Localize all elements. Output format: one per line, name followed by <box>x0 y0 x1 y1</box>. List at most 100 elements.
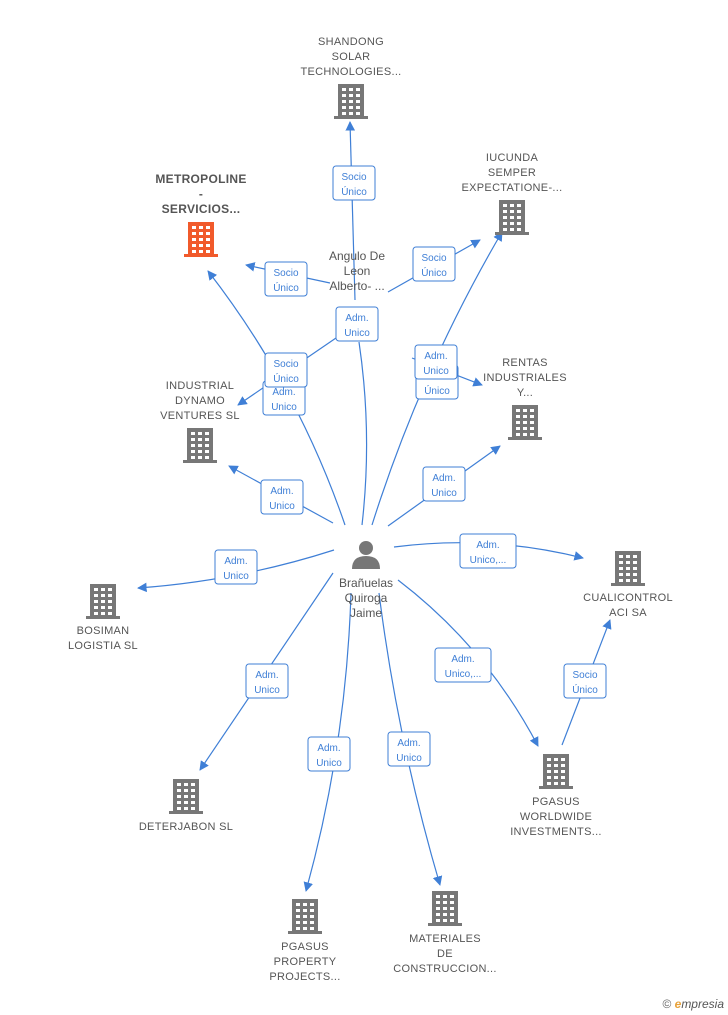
company-name-line: SEMPER <box>488 167 536 179</box>
edge-label-p_jaime-c_pgasus_pp[interactable]: Adm.Unico <box>307 736 351 772</box>
edge-label-text: Adm. <box>224 556 247 567</box>
edge-label-text: Adm. <box>345 313 368 324</box>
edge-label-p_jaime-c_iucunda[interactable]: Adm.Unico <box>414 344 458 380</box>
edge-label-p_jaime-c_materiales[interactable]: Adm. Unico <box>387 731 431 767</box>
edge-label-p_jaime-c_industrial[interactable]: Adm.Unico <box>260 479 304 515</box>
person-name-line: Brañuelas <box>339 576 393 590</box>
company-name-line: BOSIMAN <box>77 625 130 637</box>
company-node-c_shandong[interactable]: SHANDONG SOLAR TECHNOLOGIES... <box>300 36 401 119</box>
edge-line-p_jaime-p_alberto <box>358 341 368 526</box>
edge-label-text: Socio <box>421 253 446 264</box>
building-icon <box>86 584 120 619</box>
company-name-line: PGASUS <box>532 796 580 808</box>
edge-label-box <box>260 479 304 515</box>
edge-label-box <box>459 533 517 569</box>
person-name-line: Alberto- ... <box>329 279 384 293</box>
brand-logo-initial: e <box>674 997 682 1011</box>
edge-label-text: Unico,... <box>445 669 482 680</box>
company-name-line: Y... <box>517 387 533 399</box>
edge-label-text: Unico,... <box>470 555 507 566</box>
company-name-line: INDUSTRIAL <box>166 380 234 392</box>
company-name-line: IUCUNDA <box>486 152 539 164</box>
company-node-c_metropoline[interactable]: METROPOLINE-SERVICIOS... <box>155 172 246 257</box>
person-name-line: Jaime <box>350 606 382 620</box>
edge-label-text: Único <box>572 683 598 696</box>
edge-label-text: Adm. <box>476 540 499 551</box>
company-name-line: SOLAR <box>332 51 371 63</box>
edge-label-text: Unico <box>254 685 280 696</box>
company-node-c_materiales[interactable]: MATERIALESDECONSTRUCCION... <box>393 891 497 975</box>
edge-label-p_jaime-p_alberto[interactable]: Adm. Unico <box>335 306 379 342</box>
company-name-line: MATERIALES <box>409 933 481 945</box>
edge-label-text: Unico <box>223 571 249 582</box>
edge-label-text: Único <box>273 281 299 294</box>
building-icon <box>334 84 368 119</box>
company-name-line: INDUSTRIALES <box>483 372 567 384</box>
edge-label-p_jaime-c_pgasus_ww[interactable]: Adm.Unico,... <box>434 647 492 683</box>
edge-label-text: Único <box>424 384 450 397</box>
edge-label-text: Adm. <box>424 351 447 362</box>
building-icon <box>611 551 645 586</box>
edge-label-box <box>214 549 258 585</box>
edge-label-box <box>264 261 308 297</box>
company-name-line: CUALICONTROL <box>583 592 673 604</box>
edge-label-box <box>387 731 431 767</box>
company-name-line: TECHNOLOGIES... <box>300 66 401 78</box>
company-node-c_deterjabon[interactable]: DETERJABON SL <box>139 779 233 833</box>
company-name-line: PGASUS <box>281 941 329 953</box>
edge-label-text: Único <box>341 185 367 198</box>
company-node-c_cualicontrol[interactable]: CUALICONTROL ACI SA <box>583 551 673 619</box>
company-node-c_bosiman[interactable]: BOSIMAN LOGISTIA SL <box>68 584 138 652</box>
edge-labels-layer: SocioÚnicoSocioÚnicoSocioÚnicoAdm.UnicoS… <box>214 165 607 772</box>
edge-label-text: Unico <box>316 758 342 769</box>
company-name-line: EXPECTATIONE-... <box>462 182 563 194</box>
edge-label-text: Unico <box>344 328 370 339</box>
company-name-line: SERVICIOS... <box>162 202 241 216</box>
person-node-p_alberto[interactable]: Angulo DeLeonAlberto- ... <box>329 249 385 293</box>
company-name-line: LOGISTIA SL <box>68 640 138 652</box>
edge-label-p_jaime-c_rentas[interactable]: Adm.Unico <box>422 466 466 502</box>
footer-brand: © empresia <box>662 997 724 1011</box>
edge-label-text: Unico <box>396 753 422 764</box>
building-icon <box>428 891 462 926</box>
company-node-c_rentas[interactable]: RENTASINDUSTRIALESY... <box>483 357 567 440</box>
edge-label-p_jaime-c_cualicontrol[interactable]: Adm. Unico,... <box>459 533 517 569</box>
company-node-c_pgasus_pp[interactable]: PGASUSPROPERTYPROJECTS... <box>269 899 340 983</box>
edge-label-text: Adm. <box>270 486 293 497</box>
company-name-line: ACI SA <box>609 607 647 619</box>
company-name-line: METROPOLINE <box>155 172 246 186</box>
company-name-line: SHANDONG <box>318 36 384 48</box>
edge-label-text: Adm. <box>272 387 295 398</box>
edge-label-box <box>434 647 492 683</box>
edge-label-box <box>563 663 607 699</box>
company-node-c_pgasus_ww[interactable]: PGASUS WORLDWIDE INVESTMENTS... <box>510 754 602 838</box>
edge-label-text: Unico <box>431 488 457 499</box>
edge-label-text: Socio <box>273 359 298 370</box>
company-name-line: WORLDWIDE <box>520 811 592 823</box>
building-icon <box>539 754 573 789</box>
person-name-line: Quiroga <box>345 591 388 605</box>
edge-label-text: Adm. <box>397 738 420 749</box>
person-name-line: Leon <box>344 264 371 278</box>
building-icon <box>183 428 217 463</box>
edge-label-text: Socio <box>341 172 366 183</box>
edge-label-p_jaime-c_bosiman[interactable]: Adm. Unico <box>214 549 258 585</box>
edge-label-p_jaime-c_deterjabon[interactable]: Adm.Unico <box>245 663 289 699</box>
company-name-line: VENTURES SL <box>160 410 240 422</box>
brand-logo-text: mpresia <box>681 997 724 1011</box>
company-name-line: PROJECTS... <box>269 971 340 983</box>
company-name-line: INVESTMENTS... <box>510 826 602 838</box>
edge-label-box <box>422 466 466 502</box>
company-node-c_iucunda[interactable]: IUCUNDA SEMPER EXPECTATIONE-... <box>462 152 563 235</box>
edge-label-text: Socio <box>572 670 597 681</box>
person-icon <box>352 541 380 569</box>
